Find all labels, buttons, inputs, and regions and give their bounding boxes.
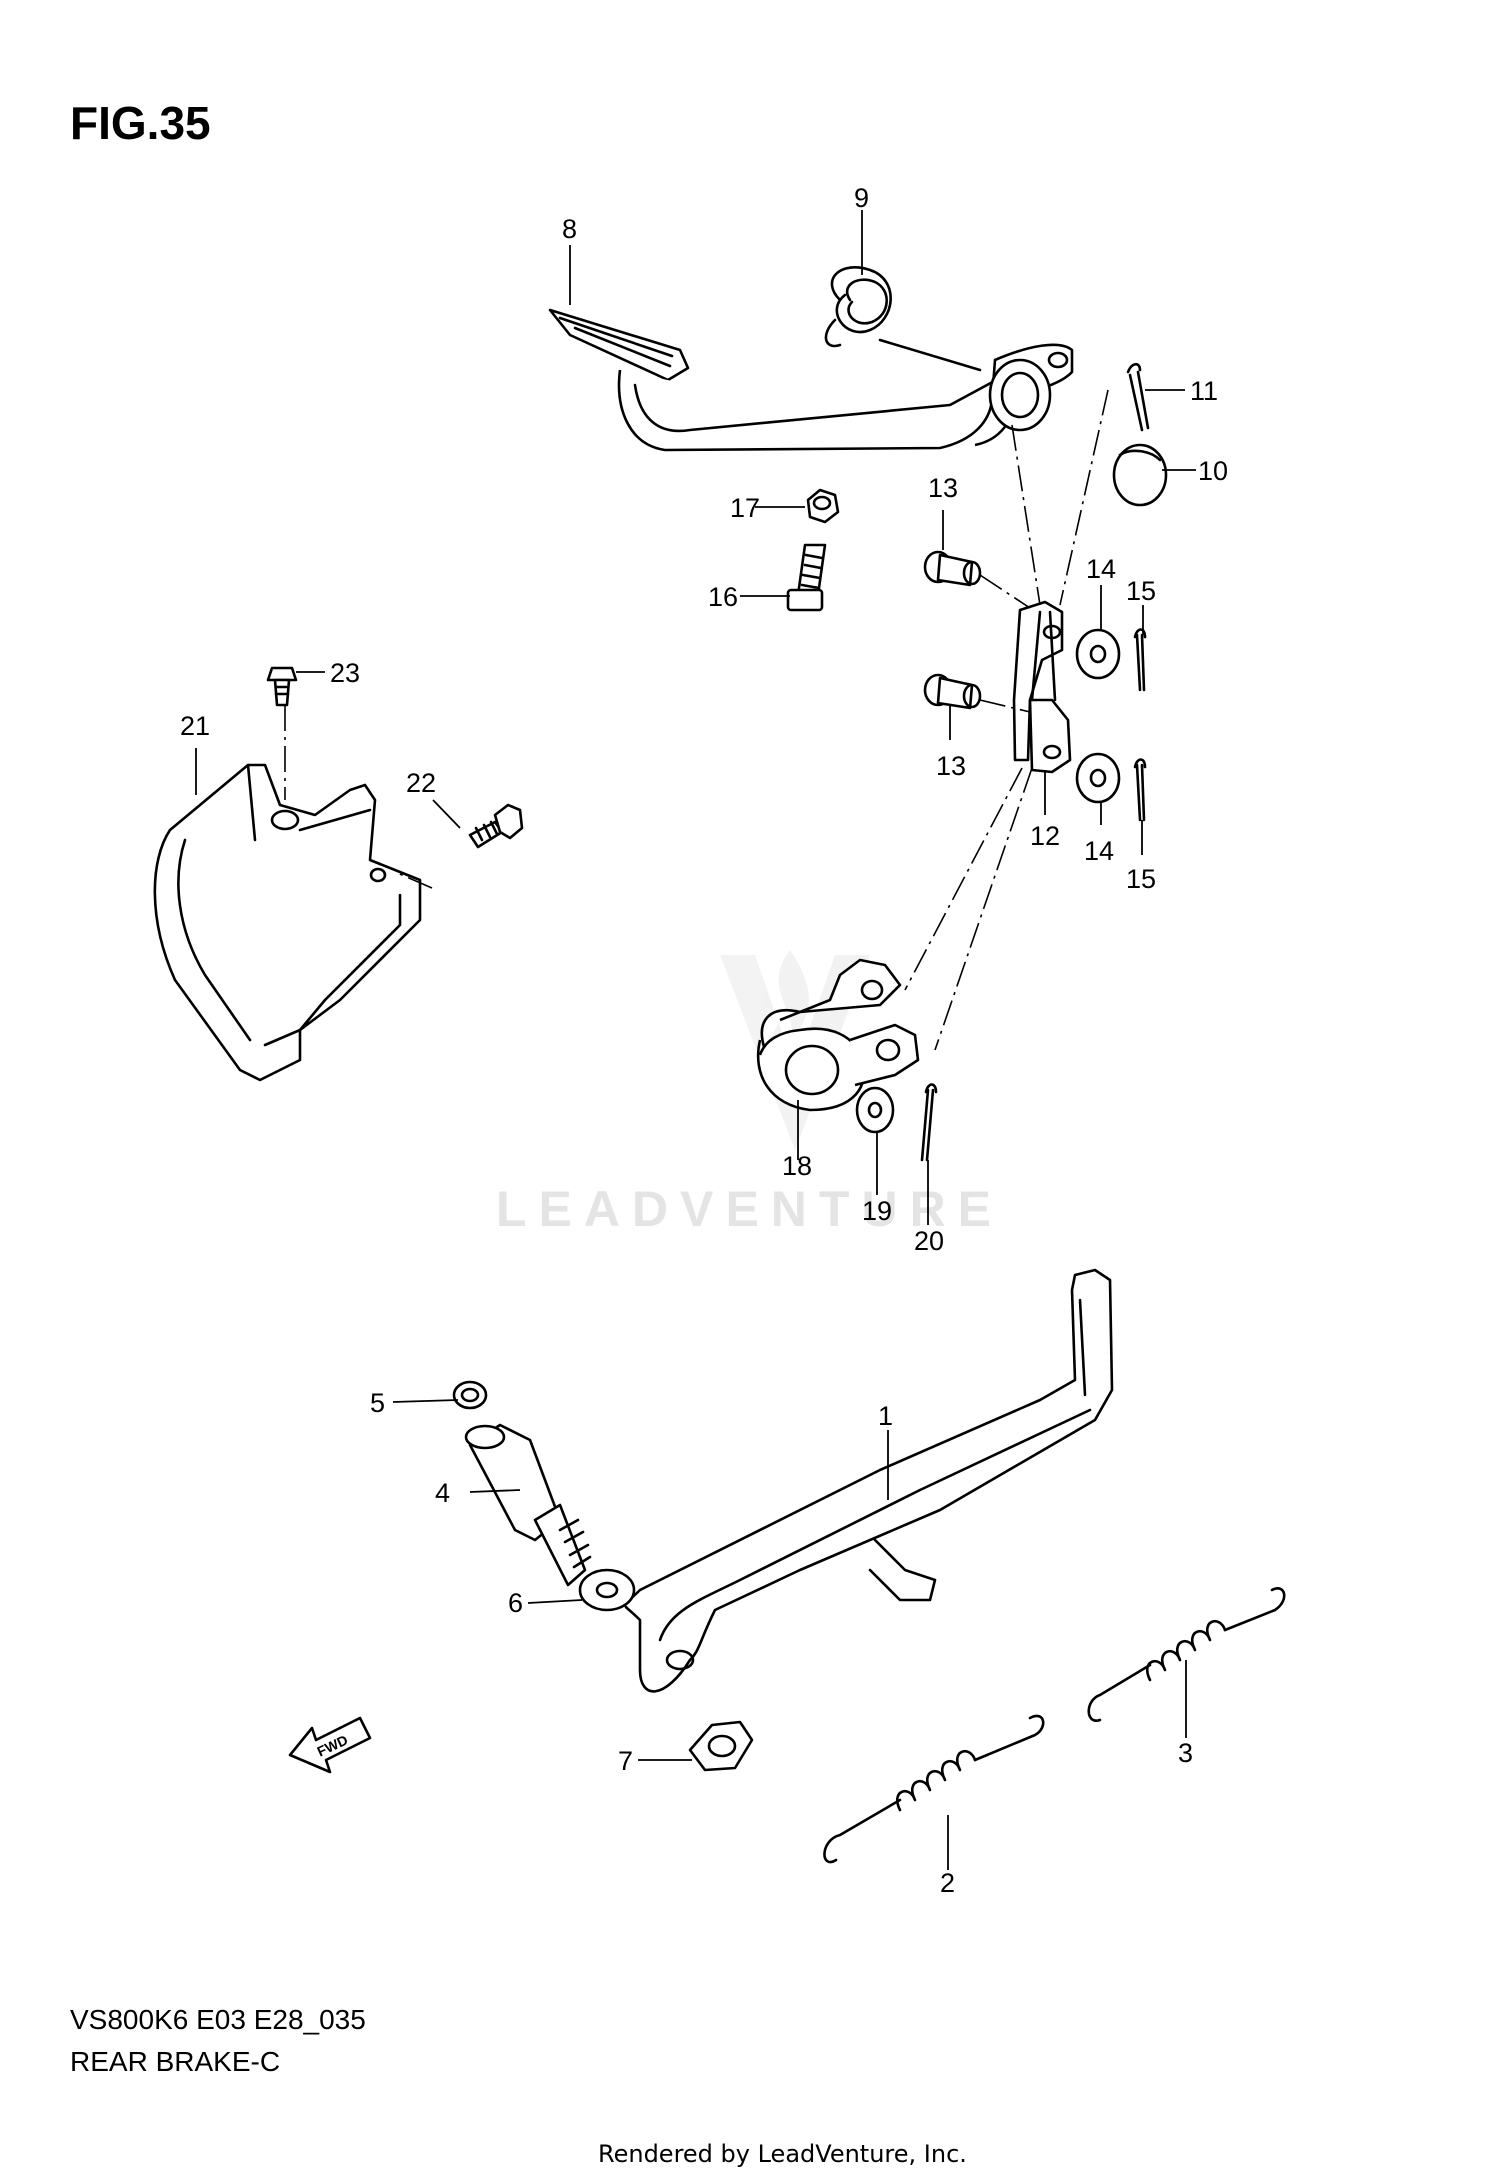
callout-22: 22: [406, 768, 436, 798]
forward-direction-arrow: FWD: [288, 1716, 372, 1774]
callout-14-upper: 14: [1086, 554, 1116, 584]
washer-14-upper: [1075, 628, 1121, 680]
washer-19: [855, 1086, 895, 1134]
section-name: REAR BRAKE-C: [70, 2046, 281, 2077]
cotter-pin-15-upper: [1133, 628, 1147, 692]
cotter-pin-top: [1126, 362, 1150, 432]
callout-15-upper: 15: [1126, 576, 1156, 606]
lever-arm-18: [756, 958, 920, 1112]
brake-pedal-lever: [548, 308, 1074, 452]
callout-4: 4: [435, 1478, 450, 1508]
model-code: VS800K6 E03 E28_035: [70, 2004, 366, 2035]
bolt-16: [786, 543, 827, 612]
bolt-23: [266, 666, 298, 707]
callout-2: 2: [940, 1868, 955, 1898]
spring-2: [823, 1714, 1045, 1864]
brake-rod-12: [1012, 600, 1072, 774]
side-stand-1: [623, 1268, 1114, 1693]
render-credit: Rendered by LeadVenture, Inc.: [598, 2140, 967, 2168]
cotter-pin-20: [920, 1083, 938, 1162]
circlip-5: [452, 1380, 488, 1410]
cotter-pin-15-lower: [1133, 758, 1147, 822]
spring-3: [1087, 1587, 1286, 1722]
figure-title: FIG.35: [70, 97, 211, 149]
nut-17: [806, 488, 840, 524]
callout-12: 12: [1030, 821, 1060, 851]
callout-8: 8: [562, 214, 577, 244]
nut-7: [688, 1720, 754, 1772]
callout-9: 9: [854, 183, 869, 213]
callout-13-lower: 13: [936, 751, 966, 781]
callout-3: 3: [1178, 1738, 1193, 1768]
callout-7: 7: [618, 1746, 633, 1776]
callout-10: 10: [1198, 456, 1228, 486]
callout-16: 16: [708, 582, 738, 612]
clevis-pin-13-upper: [923, 550, 982, 587]
callout-1: 1: [878, 1401, 893, 1431]
torsion-spring: [824, 266, 982, 372]
callout-17: 17: [730, 493, 760, 523]
assembly-lines: [284, 389, 1109, 1051]
callout-21: 21: [180, 711, 210, 741]
callout-14-lower: 14: [1084, 836, 1114, 866]
callout-6: 6: [508, 1588, 523, 1618]
callout-labels: 1 2 3 4 5 6 7 8 9 10 11 12 13 13 14 14 1…: [180, 183, 1228, 1898]
washer-6: [578, 1568, 636, 1612]
clevis-pin-13-lower: [923, 673, 982, 710]
callout-11: 11: [1190, 376, 1218, 406]
callout-19: 19: [862, 1196, 892, 1226]
guard-bracket-21: [153, 763, 422, 1082]
callout-18: 18: [782, 1151, 812, 1181]
callout-15-lower: 15: [1126, 864, 1156, 894]
bolt-22: [468, 803, 524, 849]
watermark-text: LEADVENTURE: [496, 1181, 1004, 1237]
callout-5: 5: [370, 1388, 385, 1418]
washer-14-lower: [1075, 752, 1121, 804]
leader-lines: [195, 210, 1196, 1870]
callout-23: 23: [330, 658, 360, 688]
cap-part: [1112, 443, 1168, 507]
pivot-bolt-4: [464, 1423, 592, 1587]
callout-13-upper: 13: [928, 473, 958, 503]
callout-20: 20: [914, 1226, 944, 1256]
